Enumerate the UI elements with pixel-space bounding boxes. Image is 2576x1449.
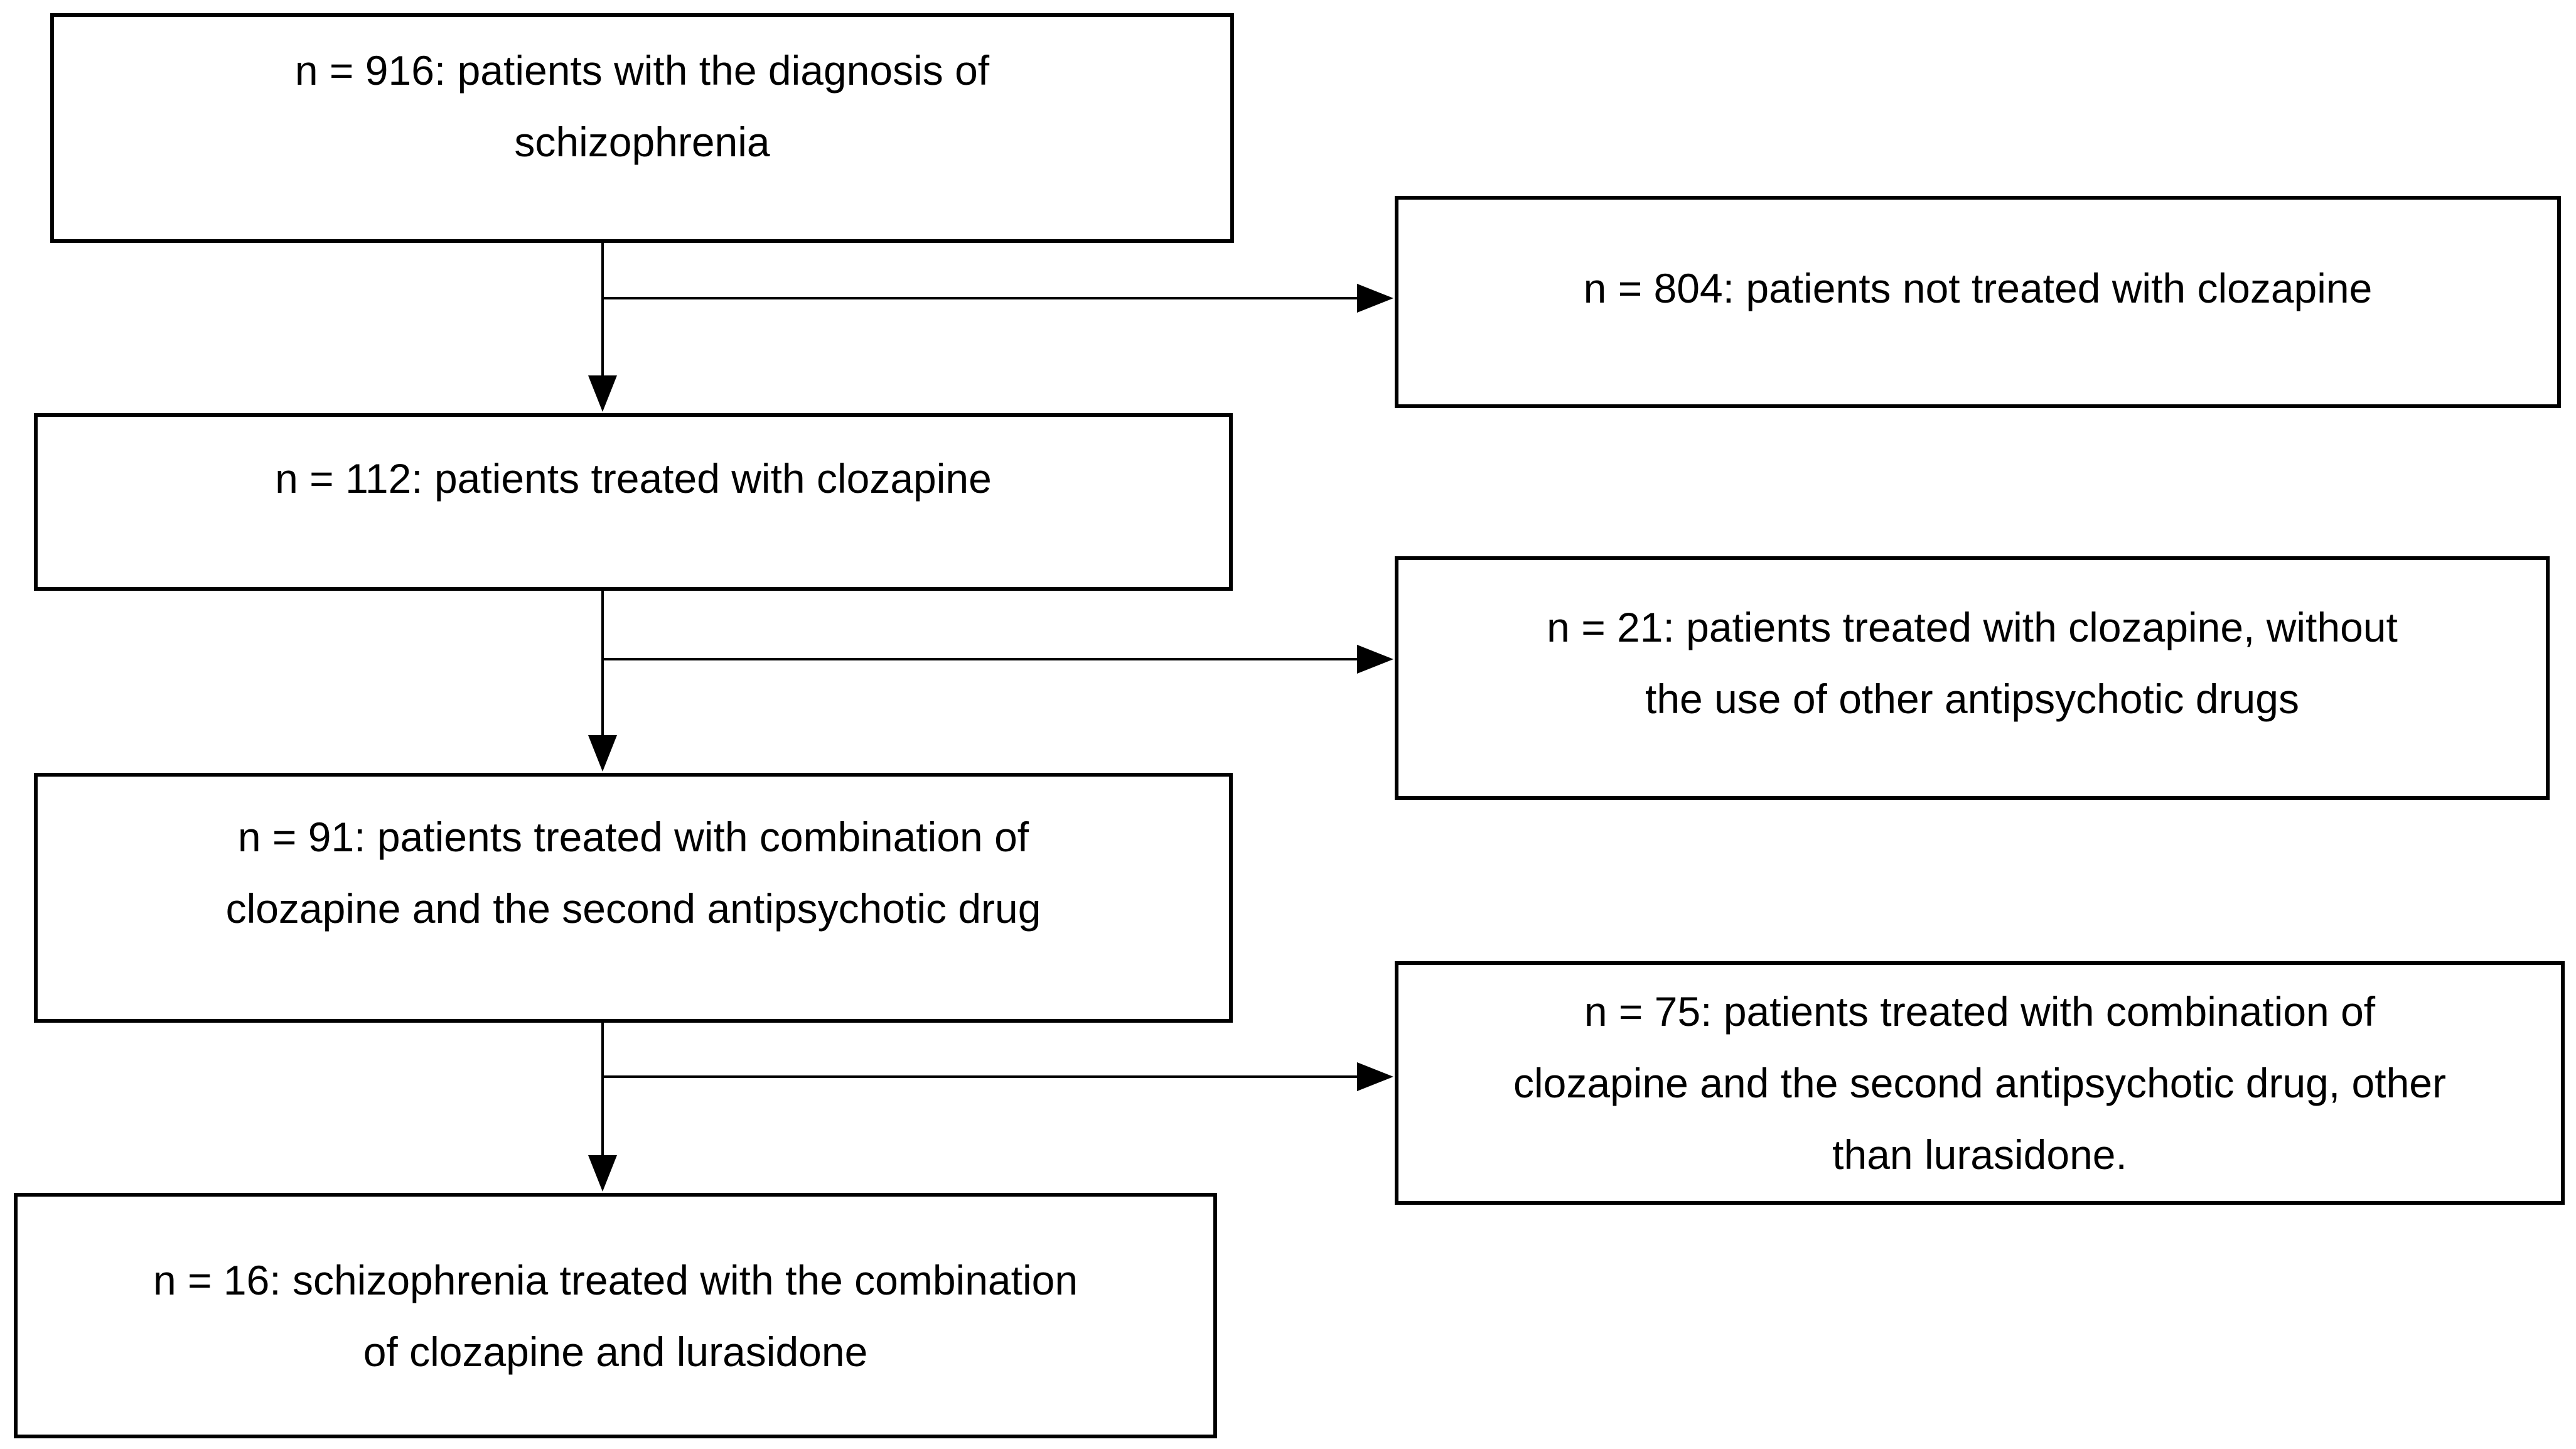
box-treated-with-clozapine-label: n = 112: patients treated with clozapine [275, 455, 992, 502]
box-clozapine-lurasidone-label: n = 16: schizophrenia treated with the c… [153, 1256, 1078, 1375]
box-treated-with-clozapine: n = 112: patients treated with clozapine [34, 413, 1233, 591]
box-clozapine-lurasidone: n = 16: schizophrenia treated with the c… [14, 1193, 1217, 1438]
arrow-branch-to-804 [603, 284, 1393, 313]
arrow-branch-to-75 [603, 1062, 1393, 1091]
box-combination-therapy-label: n = 91: patients treated with combinatio… [225, 814, 1041, 932]
box-clozapine-monotherapy: n = 21: patients treated with clozapine,… [1395, 556, 2550, 800]
arrow-down-916-to-112 [588, 242, 617, 412]
box-other-second-antipsychotic: n = 75: patients treated with combinatio… [1395, 961, 2565, 1205]
box-combination-therapy: n = 91: patients treated with combinatio… [34, 773, 1233, 1023]
arrow-down-91-to-16 [588, 1023, 617, 1192]
box-diagnosis-label: n = 916: patients with the diagnosis of … [294, 47, 990, 165]
box-other-second-antipsychotic-label: n = 75: patients treated with combinatio… [1513, 988, 2446, 1178]
box-diagnosis: n = 916: patients with the diagnosis of … [50, 13, 1234, 243]
arrow-down-112-to-91 [588, 590, 617, 772]
box-not-treated-with-clozapine: n = 804: patients not treated with cloza… [1395, 196, 2561, 408]
arrow-branch-to-21 [603, 645, 1393, 674]
box-clozapine-monotherapy-label: n = 21: patients treated with clozapine,… [1547, 604, 2398, 722]
box-not-treated-with-clozapine-label: n = 804: patients not treated with cloza… [1583, 265, 2373, 311]
